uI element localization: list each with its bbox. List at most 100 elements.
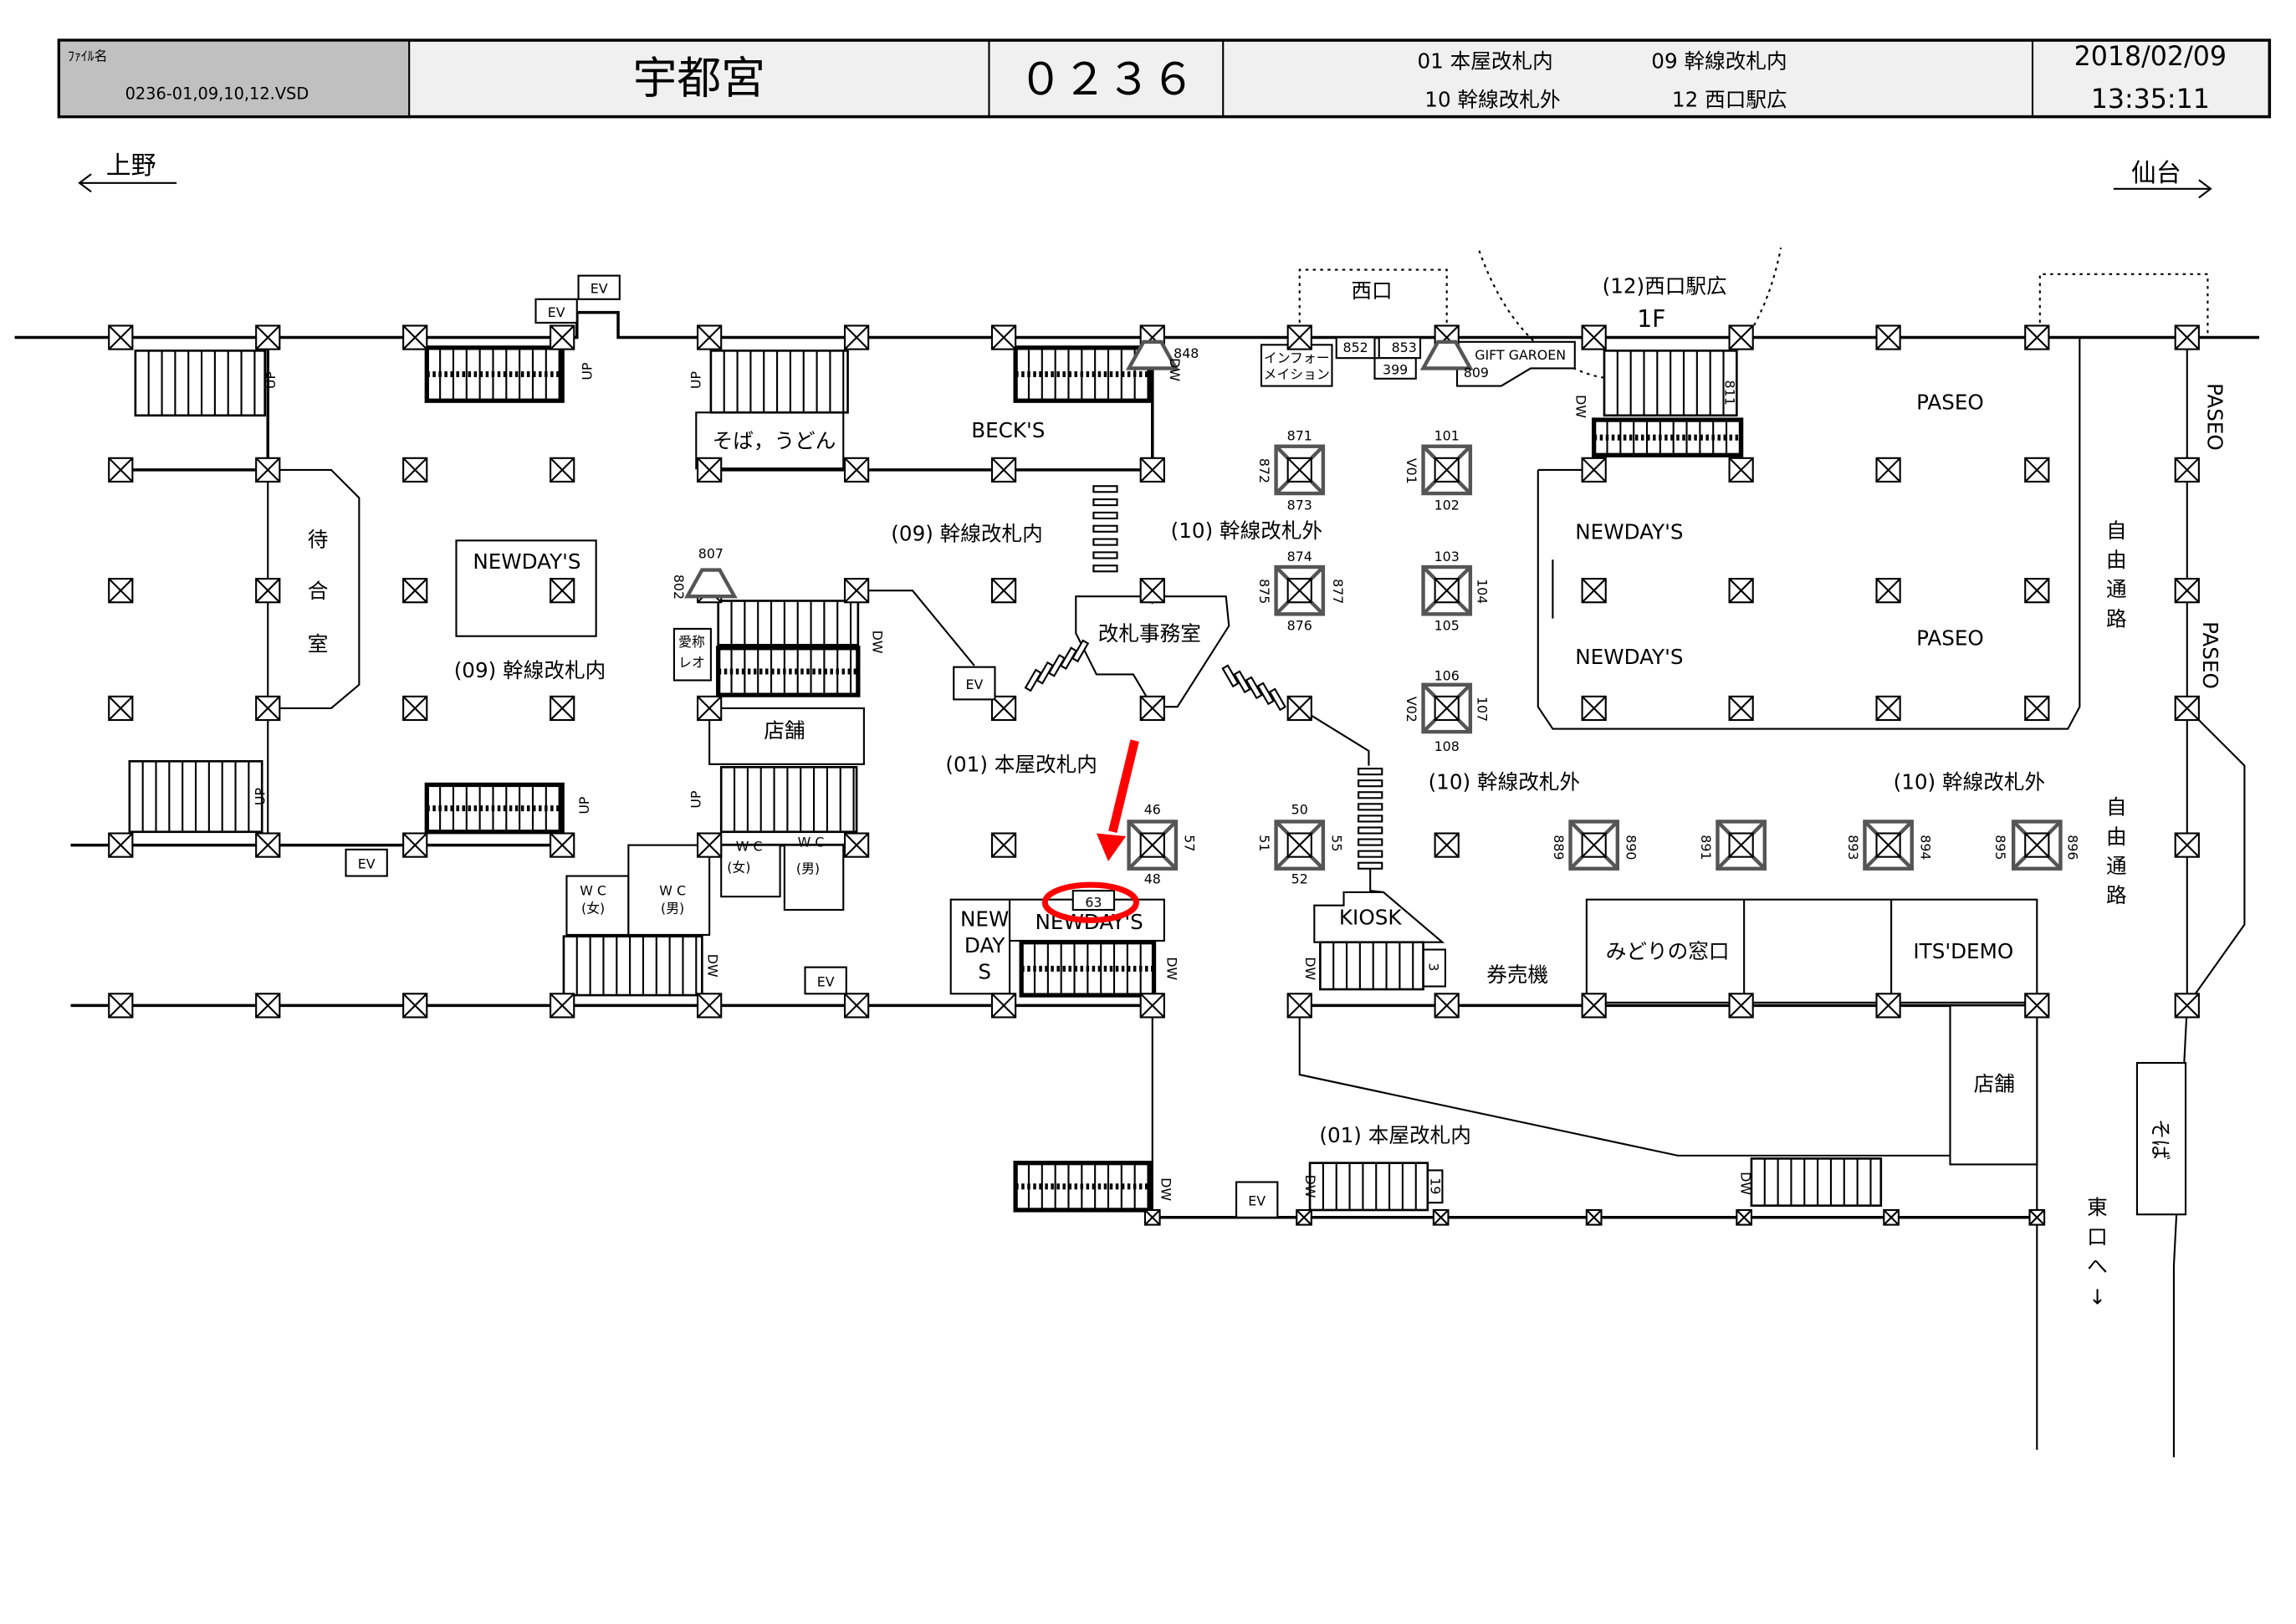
pillar-icon (550, 695, 575, 722)
equipment-number: 811 (1721, 380, 1737, 406)
ticket-gate (1233, 670, 1251, 694)
direction-left-label: 上野 (106, 151, 156, 181)
wc-men-label: (男) (796, 861, 820, 876)
station-name: 宇都宮 (633, 53, 765, 104)
staircase (717, 600, 860, 646)
pillar-icon (550, 324, 575, 350)
equipment-number: 101 (1434, 428, 1460, 444)
pillar-icon (255, 578, 281, 604)
pillar-icon (1139, 578, 1165, 604)
ticket-gate (1092, 564, 1118, 573)
pillar-icon (1434, 832, 1460, 858)
free-passage-label: 通 (2106, 854, 2127, 878)
pillar-icon (1736, 1208, 1752, 1226)
pillar-icon (108, 324, 134, 350)
pillar-icon (255, 695, 281, 722)
newdays-label: NEWDAY'S (473, 549, 580, 574)
paseo-label: PASEO (1916, 626, 1984, 650)
east-exit-label: ↓ (2089, 1285, 2106, 1310)
shop-box (708, 707, 865, 765)
print-date: 2018/02/09 (2074, 42, 2227, 72)
staircase (1603, 350, 1738, 417)
pillar-icon (108, 832, 134, 858)
midori-its-block (1585, 898, 2038, 1004)
free-passage-label: 自 (2106, 795, 2127, 820)
pillar-icon (2174, 324, 2200, 350)
ev-6: EV (1235, 1181, 1279, 1218)
pillar-icon (990, 695, 1017, 722)
equipment-number: 399 (1383, 362, 1408, 378)
escalator-icon (1716, 820, 1767, 871)
pillar-icon (1728, 457, 1754, 483)
pillar-icon (1434, 993, 1460, 1019)
information-box (1260, 344, 1333, 387)
elevator-shaft-icon (684, 568, 738, 599)
ticket-gate (1071, 639, 1090, 663)
ev-2: EV (577, 274, 621, 300)
equipment-number: 102 (1434, 497, 1460, 513)
ticket-gate (1092, 498, 1118, 507)
equipment-number: 52 (1291, 871, 1308, 886)
pillar-icon (1143, 1208, 1161, 1226)
file-label: ﾌｧｲﾙ名 (68, 49, 108, 64)
shop-label: 店舗 (1974, 1071, 2015, 1095)
ticket-gate (1268, 687, 1286, 712)
pillar-icon (1286, 695, 1312, 722)
equipment-number: 19 (1427, 1177, 1443, 1194)
down-stairs-label: DW (704, 954, 720, 978)
pillar-icon (2174, 993, 2200, 1019)
pillar-icon (550, 457, 575, 483)
equipment-number: 807 (698, 545, 724, 561)
ev-label: EV (817, 974, 835, 990)
waiting-room-label: 待 (308, 527, 329, 551)
pillar-icon (843, 324, 870, 350)
equipment-number: 871 (1287, 428, 1312, 444)
pillar-icon (1875, 457, 1901, 483)
pillar-icon (1581, 324, 1607, 350)
shop-box-east (1949, 1004, 2038, 1166)
area-10-label: (10) 幹線改札外 (1894, 770, 2046, 794)
area-09-label: (09) 幹線改札内 (454, 658, 606, 682)
equipment-number: 873 (1287, 497, 1312, 513)
red-arrow-icon (1108, 739, 1139, 833)
pillar-icon (697, 993, 723, 1019)
area-01-label: (01) 本屋改札内 (945, 753, 1097, 777)
pillars-group (108, 324, 2200, 1226)
equipment-number: 876 (1287, 618, 1312, 634)
ev-label: EV (591, 281, 608, 297)
west-plaza-label: (12)西口駅広 (1603, 274, 1727, 299)
equipment-number: 872 (1256, 458, 1272, 483)
highlight-annotation (1041, 739, 1139, 923)
information-label: インフォー (1264, 350, 1330, 365)
escalator-icon (1274, 564, 1326, 616)
staircase (562, 935, 703, 997)
ticket-gate (1092, 538, 1118, 546)
escalator-icon (2011, 820, 2063, 871)
escalator-icon (1274, 820, 1326, 871)
pillar-icon (2174, 832, 2200, 858)
pillar-icon (1728, 324, 1754, 350)
wc-label: W C (798, 834, 825, 850)
pillar-icon (1875, 993, 1901, 1019)
ev-label: EV (548, 304, 565, 320)
equipment-number: 874 (1287, 549, 1312, 564)
pillar-icon (108, 993, 134, 1019)
direction-right: 仙台 (2113, 159, 2212, 199)
ticket-gate (1358, 861, 1383, 870)
elevators: EV EV EV EV EV EV (345, 274, 1279, 1218)
pillar-icon (2028, 1208, 2046, 1226)
wc-women-label: (女) (581, 901, 605, 917)
ticket-gate (1221, 664, 1240, 688)
equipment-number: 51 (1256, 835, 1272, 851)
pillar-icon (990, 832, 1017, 858)
wc-women-label: (女) (727, 859, 750, 875)
pillar-icon (697, 832, 723, 858)
area-01-label: (01) 本屋改札内 (1319, 1123, 1471, 1147)
down-stairs-label: DW (1302, 957, 1318, 980)
area-10: 10 幹線改札外 (1424, 87, 1560, 111)
elevator-shaft-icon (1419, 340, 1474, 370)
file-name: 0236-01,09,10,12.VSD (125, 84, 309, 103)
highlight-number: 63 (1085, 894, 1102, 910)
staircase (1019, 940, 1157, 998)
area-01: 01 本屋改札内 (1418, 49, 1553, 74)
